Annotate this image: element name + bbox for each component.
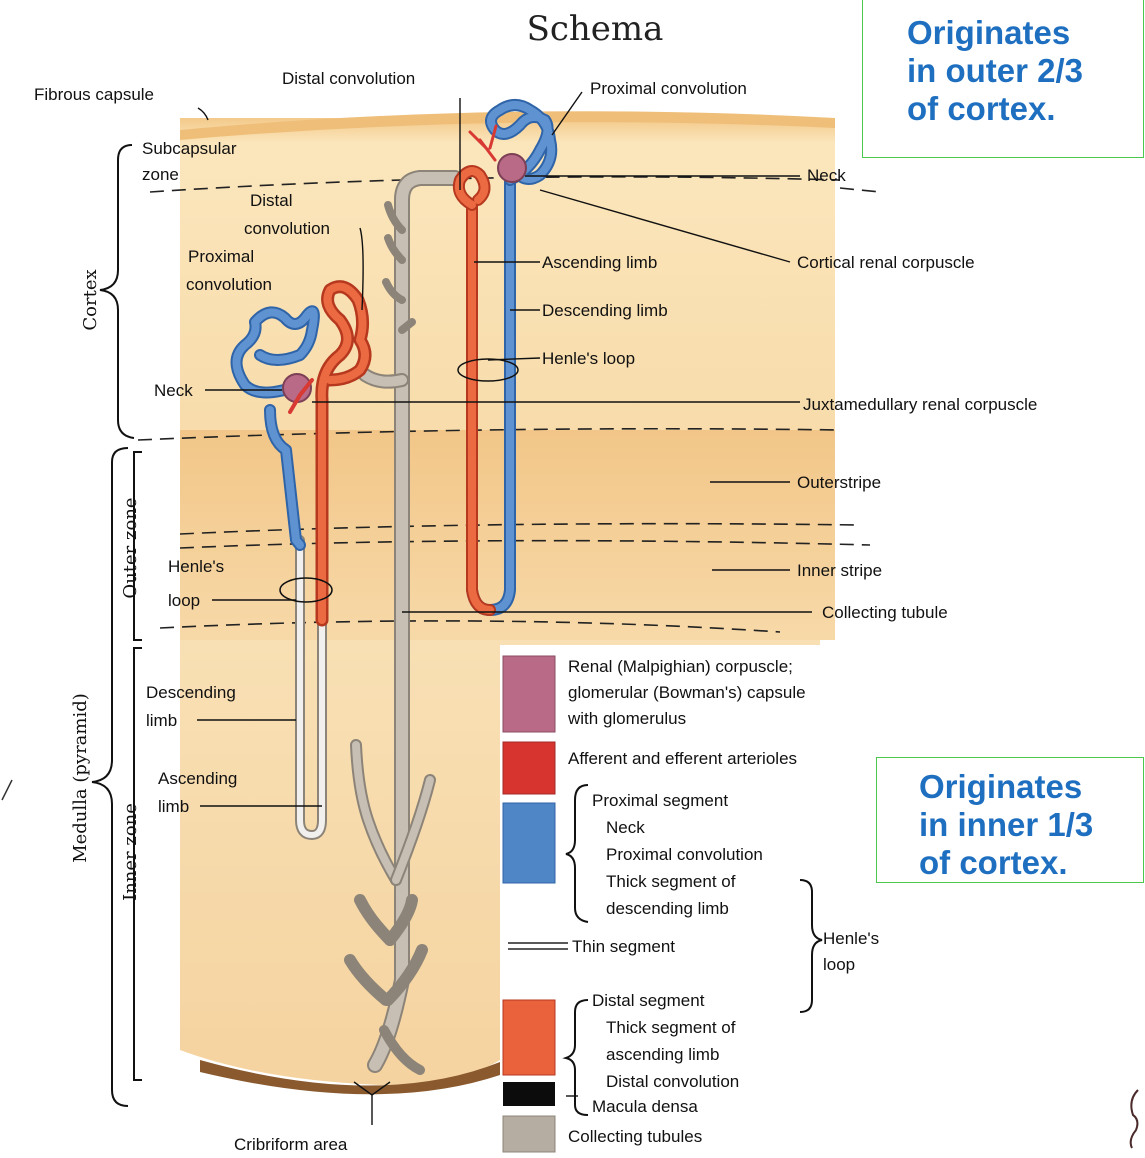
label-neck-top: Neck	[807, 166, 846, 185]
label-henles-loop-top: Henle's loop	[542, 349, 635, 368]
legend-proximal-line-4: Thick segment of	[606, 872, 736, 891]
legend-corpuscle-line-3: with glomerulus	[567, 709, 686, 728]
callout-inner-line-2: in inner 1/3	[919, 806, 1133, 844]
label-loop: loop	[168, 591, 200, 610]
legend-swatch-macula	[503, 1082, 555, 1106]
label-descending-limb-top: Descending limb	[542, 301, 668, 320]
label-proximal: Proximal	[188, 247, 254, 266]
label-collecting-tubule: Collecting tubule	[822, 603, 948, 622]
zone-label-inner: Inner zone	[120, 803, 141, 901]
legend-distal-line-1: Distal segment	[592, 991, 705, 1010]
label-convolution-2: convolution	[186, 275, 272, 294]
legend-proximal-brace	[566, 785, 588, 922]
callout-inner-cortex: Originates in inner 1/3 of cortex.	[876, 757, 1144, 883]
legend-corpuscle-line-2: glomerular (Bowman's) capsule	[568, 683, 806, 702]
legend-distal-line-3: ascending limb	[606, 1045, 719, 1064]
legend-corpuscle-line-1: Renal (Malpighian) corpuscle;	[568, 657, 793, 676]
label-limb-2: limb	[158, 797, 189, 816]
label-inner-stripe: Inner stripe	[797, 561, 882, 580]
callout-outer-line-2: in outer 2/3	[907, 52, 1133, 90]
label-zone: zone	[142, 165, 179, 184]
legend-proximal-line-5: descending limb	[606, 899, 729, 918]
cortex-brace	[100, 145, 134, 438]
label-henles: Henle's	[168, 557, 224, 576]
callout-outer-line-3: of cortex.	[907, 90, 1133, 128]
legend-distal-line-4: Distal convolution	[606, 1072, 739, 1091]
legend-henles-loop-line-2: loop	[823, 955, 855, 974]
label-neck-left: Neck	[154, 381, 193, 400]
zone-labels: Cortex Outer zone Inner zone Medulla (py…	[70, 269, 141, 901]
legend-text: Renal (Malpighian) corpuscle; glomerular…	[567, 657, 879, 1146]
callout-inner-line-1: Originates	[919, 768, 1133, 806]
label-outer-stripe: Outerstripe	[797, 473, 881, 492]
edge-mark	[2, 780, 12, 800]
legend-distal-line-2: Thick segment of	[606, 1018, 736, 1037]
zone-label-outer: Outer zone	[120, 497, 141, 598]
legend-proximal-line-1: Proximal segment	[592, 791, 728, 810]
zone-label-cortex: Cortex	[80, 269, 101, 330]
legend-proximal-line-2: Neck	[606, 818, 645, 837]
callout-outer-line-1: Originates	[907, 14, 1133, 52]
label-cribriform-area: Cribriform area	[234, 1135, 348, 1154]
legend-swatch-corpuscle	[503, 656, 555, 732]
legend-thin-segment: Thin segment	[572, 937, 675, 956]
legend-distal-brace	[566, 1000, 588, 1115]
label-fibrous-capsule: Fibrous capsule	[34, 85, 154, 104]
label-ascending-limb-top: Ascending limb	[542, 253, 657, 272]
legend-swatches	[503, 656, 578, 1152]
legend-collecting-tubules: Collecting tubules	[568, 1127, 702, 1146]
label-juxtamedullary-renal-corpuscle: Juxtamedullary renal corpuscle	[803, 395, 1037, 414]
label-cortical-renal-corpuscle: Cortical renal corpuscle	[797, 253, 975, 272]
label-proximal-convolution-top: Proximal convolution	[590, 79, 747, 98]
label-subcapsular: Subcapsular	[142, 139, 237, 158]
label-ascending: Ascending	[158, 769, 237, 788]
signature-mark	[1131, 1090, 1138, 1148]
callout-outer-cortex: Originates in outer 2/3 of cortex.	[862, 0, 1144, 158]
label-descending: Descending	[146, 683, 236, 702]
label-limb-1: limb	[146, 711, 177, 730]
label-distal: Distal	[250, 191, 293, 210]
legend-arterioles: Afferent and efferent arterioles	[568, 749, 797, 768]
callout-inner-line-3: of cortex.	[919, 844, 1133, 882]
legend-swatch-proximal	[503, 803, 555, 883]
label-convolution-1: convolution	[244, 219, 330, 238]
legend-henles-loop-line-1: Henle's	[823, 929, 879, 948]
zone-label-medulla: Medulla (pyramid)	[70, 693, 91, 863]
legend-proximal-line-3: Proximal convolution	[606, 845, 763, 864]
legend-macula-densa: Macula densa	[592, 1097, 698, 1116]
legend-henle-brace	[800, 880, 822, 1012]
legend-swatch-distal	[503, 1000, 555, 1075]
diagram-title: Schema	[527, 9, 664, 49]
legend-swatch-arterioles	[503, 742, 555, 794]
label-distal-convolution-top: Distal convolution	[282, 69, 415, 88]
legend-swatch-collecting	[503, 1116, 555, 1152]
